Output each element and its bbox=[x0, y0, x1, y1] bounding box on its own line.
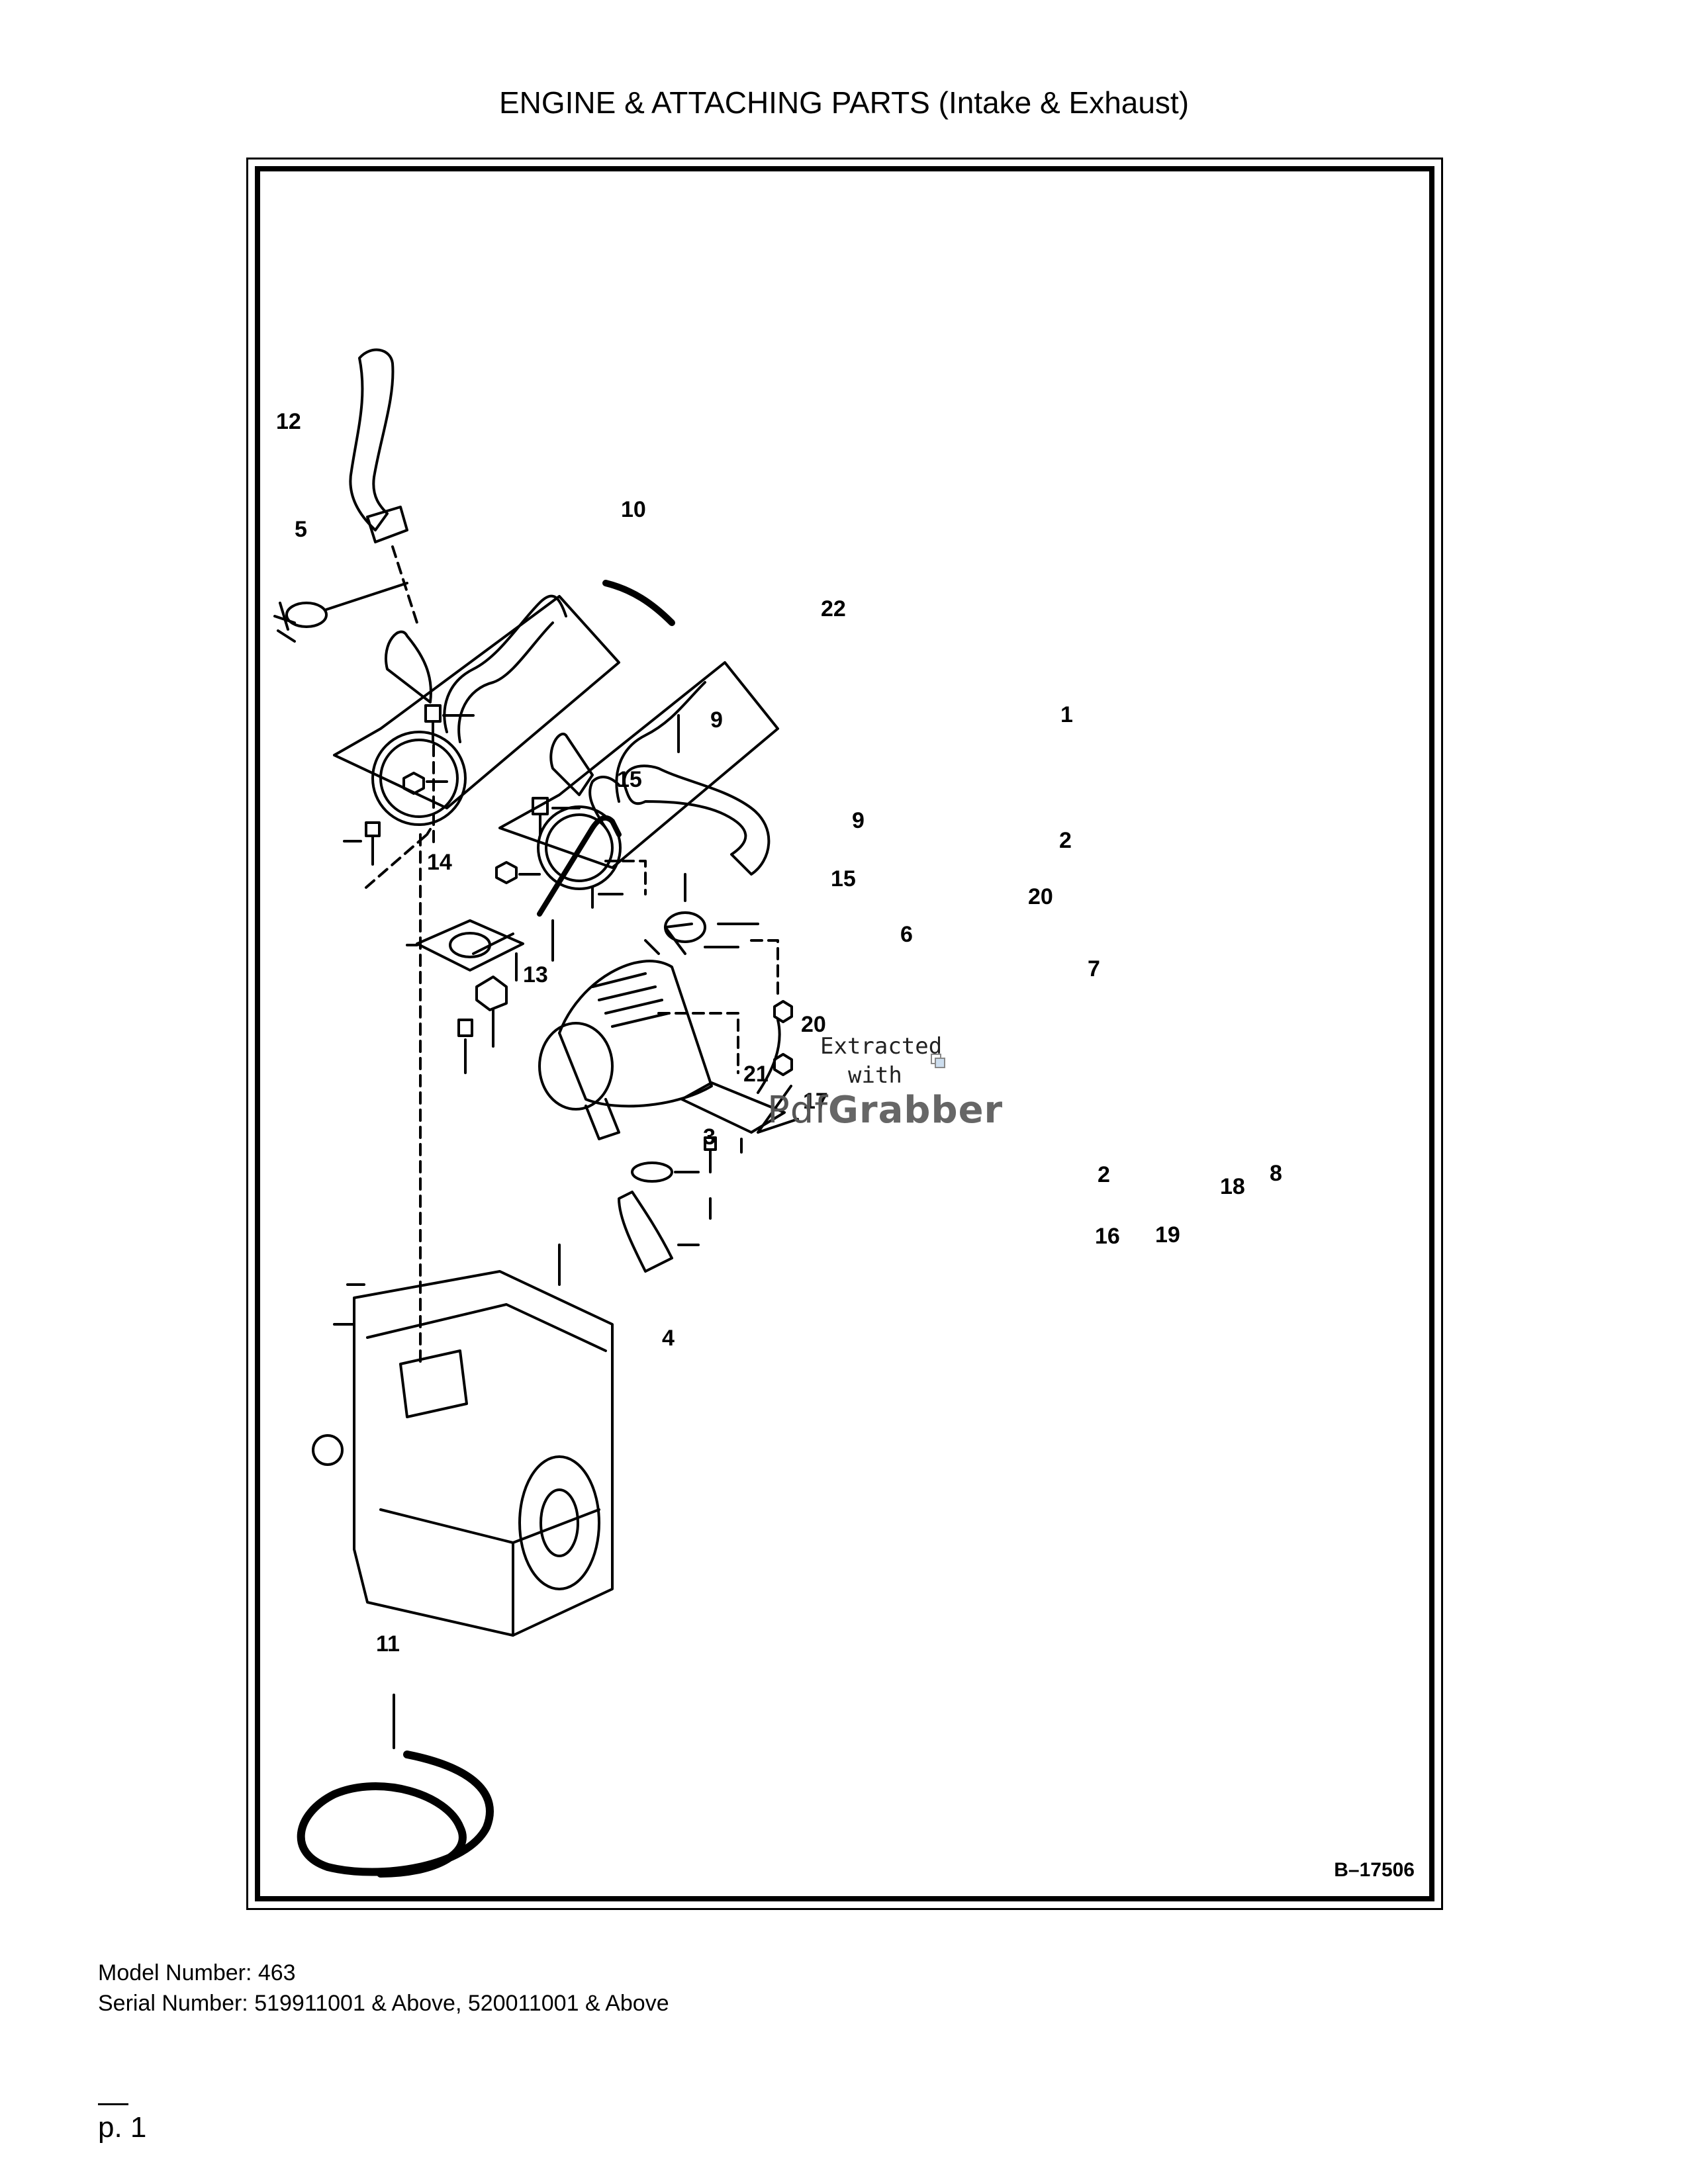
bolt-part-9b bbox=[532, 797, 581, 836]
leader-14 bbox=[365, 828, 432, 889]
callout-13: 13 bbox=[523, 962, 548, 987]
callout-1: 1 bbox=[1060, 702, 1073, 727]
page-title: ENGINE & ATTACHING PARTS (Intake & Exhau… bbox=[498, 85, 1190, 120]
bolt-part-19 bbox=[704, 1136, 717, 1220]
watermark: Extracted with PdfGrabber bbox=[767, 1033, 1002, 1139]
leader-20-air-cleaner bbox=[604, 860, 647, 895]
callout-16: 16 bbox=[1095, 1224, 1120, 1249]
watermark-line-1: Extracted bbox=[820, 1033, 943, 1060]
callout-20a: 20 bbox=[1028, 884, 1053, 909]
callout-18: 18 bbox=[1220, 1174, 1245, 1199]
exploded-parts-diagram: 1 2 2 3 4 5 6 7 8 9 9 10 11 12 13 14 15 … bbox=[273, 348, 1282, 1878]
leader-5 bbox=[325, 582, 408, 611]
plug-part-3 bbox=[457, 1019, 473, 1074]
callout-10: 10 bbox=[621, 497, 646, 522]
callout-6: 6 bbox=[900, 922, 913, 947]
callout-9a: 9 bbox=[710, 707, 723, 733]
air-cleaner-assembly bbox=[538, 939, 713, 1140]
callout-11: 11 bbox=[376, 1631, 400, 1657]
leader-manifold-engine bbox=[419, 744, 435, 1365]
breather-tube-part-6 bbox=[537, 815, 622, 962]
parts-diagram-border bbox=[255, 166, 1434, 1901]
callout-15b: 15 bbox=[831, 866, 856, 891]
watermark-grabber: Grabber bbox=[828, 1089, 1004, 1132]
bracket-part-21 bbox=[475, 976, 508, 1048]
callout-19: 19 bbox=[1155, 1222, 1180, 1248]
callout-15a: 15 bbox=[617, 767, 642, 792]
nut-part-8 bbox=[757, 1000, 799, 1134]
bolt-part-9a bbox=[424, 704, 475, 743]
figure-id: B–17506 bbox=[1334, 1859, 1415, 1881]
callout-4: 4 bbox=[662, 1326, 675, 1351]
callout-14: 14 bbox=[427, 850, 452, 875]
callout-5: 5 bbox=[295, 517, 307, 542]
hose-clamp-part-2b bbox=[631, 1161, 700, 1183]
intake-hose-part-1 bbox=[623, 714, 771, 876]
serial-number: Serial Number: 519911001 & Above, 520011… bbox=[98, 1991, 669, 2016]
page-metadata: Model Number: 463 Serial Number: 5199110… bbox=[98, 1958, 669, 2019]
callout-20b: 20 bbox=[801, 1012, 826, 1037]
muffler-part-10 bbox=[333, 580, 675, 826]
callout-3: 3 bbox=[703, 1124, 716, 1150]
nut-part-15b bbox=[495, 861, 541, 884]
watermark-line-3: PdfGrabber bbox=[767, 1089, 1003, 1132]
watermark-pdf: Pdf bbox=[767, 1089, 829, 1132]
muffler-part-22 bbox=[498, 661, 779, 890]
hose-coil-part-11 bbox=[297, 1694, 494, 1878]
stud-part-14 bbox=[343, 821, 381, 866]
callout-7: 7 bbox=[1088, 956, 1100, 981]
callout-9b: 9 bbox=[852, 808, 865, 833]
page-number-rule bbox=[98, 2103, 128, 2105]
callout-22: 22 bbox=[821, 596, 846, 621]
fitting-part-20a bbox=[472, 933, 518, 981]
nut-part-15a bbox=[402, 772, 448, 795]
fitting-part-20b bbox=[591, 886, 624, 909]
hose-clamp-part-2a bbox=[664, 873, 706, 943]
page-number: p. 1 bbox=[98, 2111, 147, 2144]
clamp-part-5 bbox=[273, 602, 328, 643]
leader-bracket-air-cleaner bbox=[657, 939, 779, 1074]
engine-block-part-4 bbox=[312, 1244, 614, 1637]
callout-2b: 2 bbox=[1098, 1162, 1110, 1187]
watermark-line-2: with bbox=[848, 1062, 902, 1089]
elbow-hose-part-16 bbox=[618, 1191, 700, 1273]
tailpipe-part-12 bbox=[349, 348, 408, 543]
callout-12: 12 bbox=[276, 409, 301, 434]
gasket-part-13 bbox=[406, 919, 524, 972]
parts-diagram-frame: 1 2 2 3 4 5 6 7 8 9 9 10 11 12 13 14 15 … bbox=[246, 158, 1443, 1910]
watermark-icon bbox=[931, 1054, 945, 1068]
model-number: Model Number: 463 bbox=[98, 1960, 296, 1985]
callout-17: 17 bbox=[803, 1089, 828, 1114]
callout-8: 8 bbox=[1270, 1161, 1282, 1186]
callout-2a: 2 bbox=[1059, 828, 1072, 853]
bolt-part-7 bbox=[664, 923, 759, 955]
callout-21: 21 bbox=[743, 1062, 769, 1087]
